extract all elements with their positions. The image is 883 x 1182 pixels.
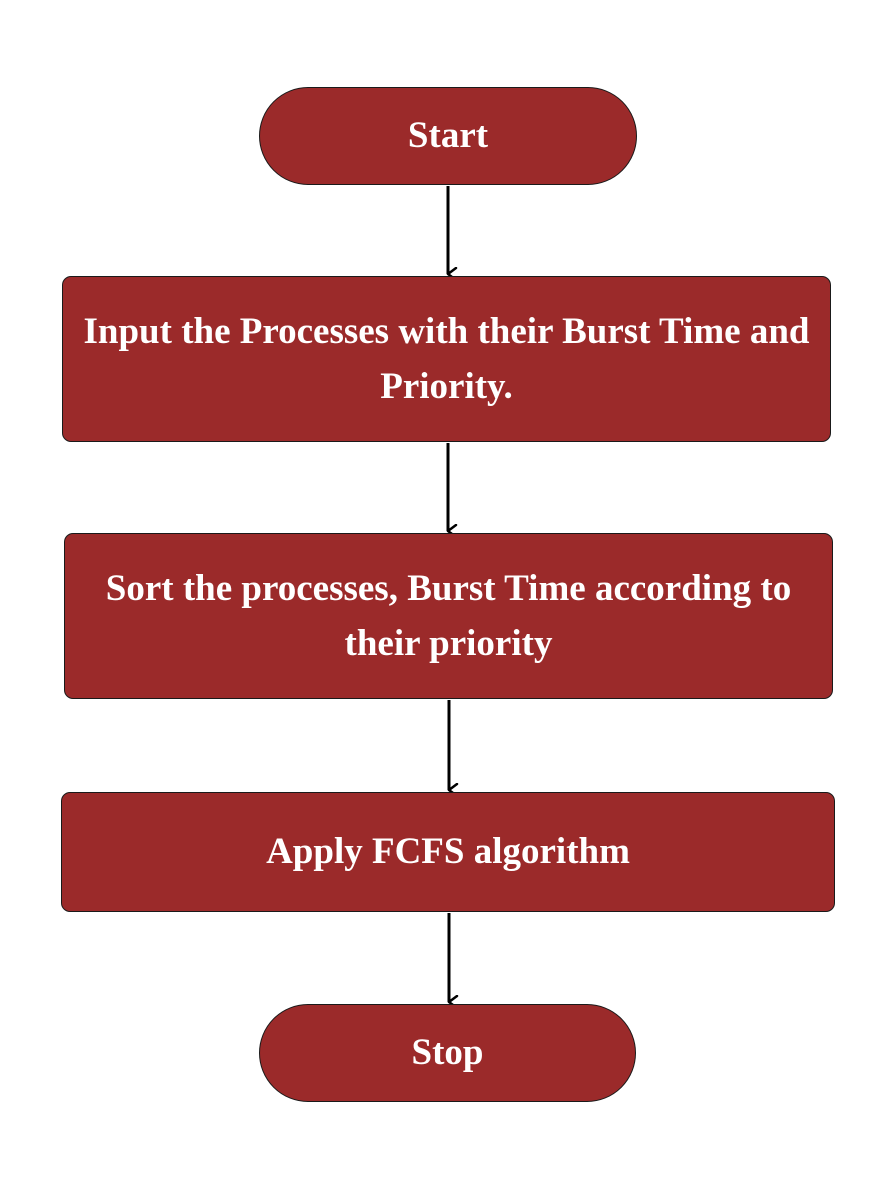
sort-processes-step: Sort the processes, Burst Time according… <box>64 533 833 699</box>
input-processes-step: Input the Processes with their Burst Tim… <box>62 276 831 442</box>
stop-terminal: Stop <box>259 1004 636 1102</box>
start-terminal: Start <box>259 87 637 185</box>
apply-fcfs-step: Apply FCFS algorithm <box>61 792 835 912</box>
start-label: Start <box>407 115 489 157</box>
stop-label: Stop <box>411 1032 484 1074</box>
apply-fcfs-label: Apply FCFS algorithm <box>266 831 630 873</box>
input-processes-label: Input the Processes with their Burst Tim… <box>83 310 810 408</box>
sort-processes-label: Sort the processes, Burst Time according… <box>105 567 792 665</box>
